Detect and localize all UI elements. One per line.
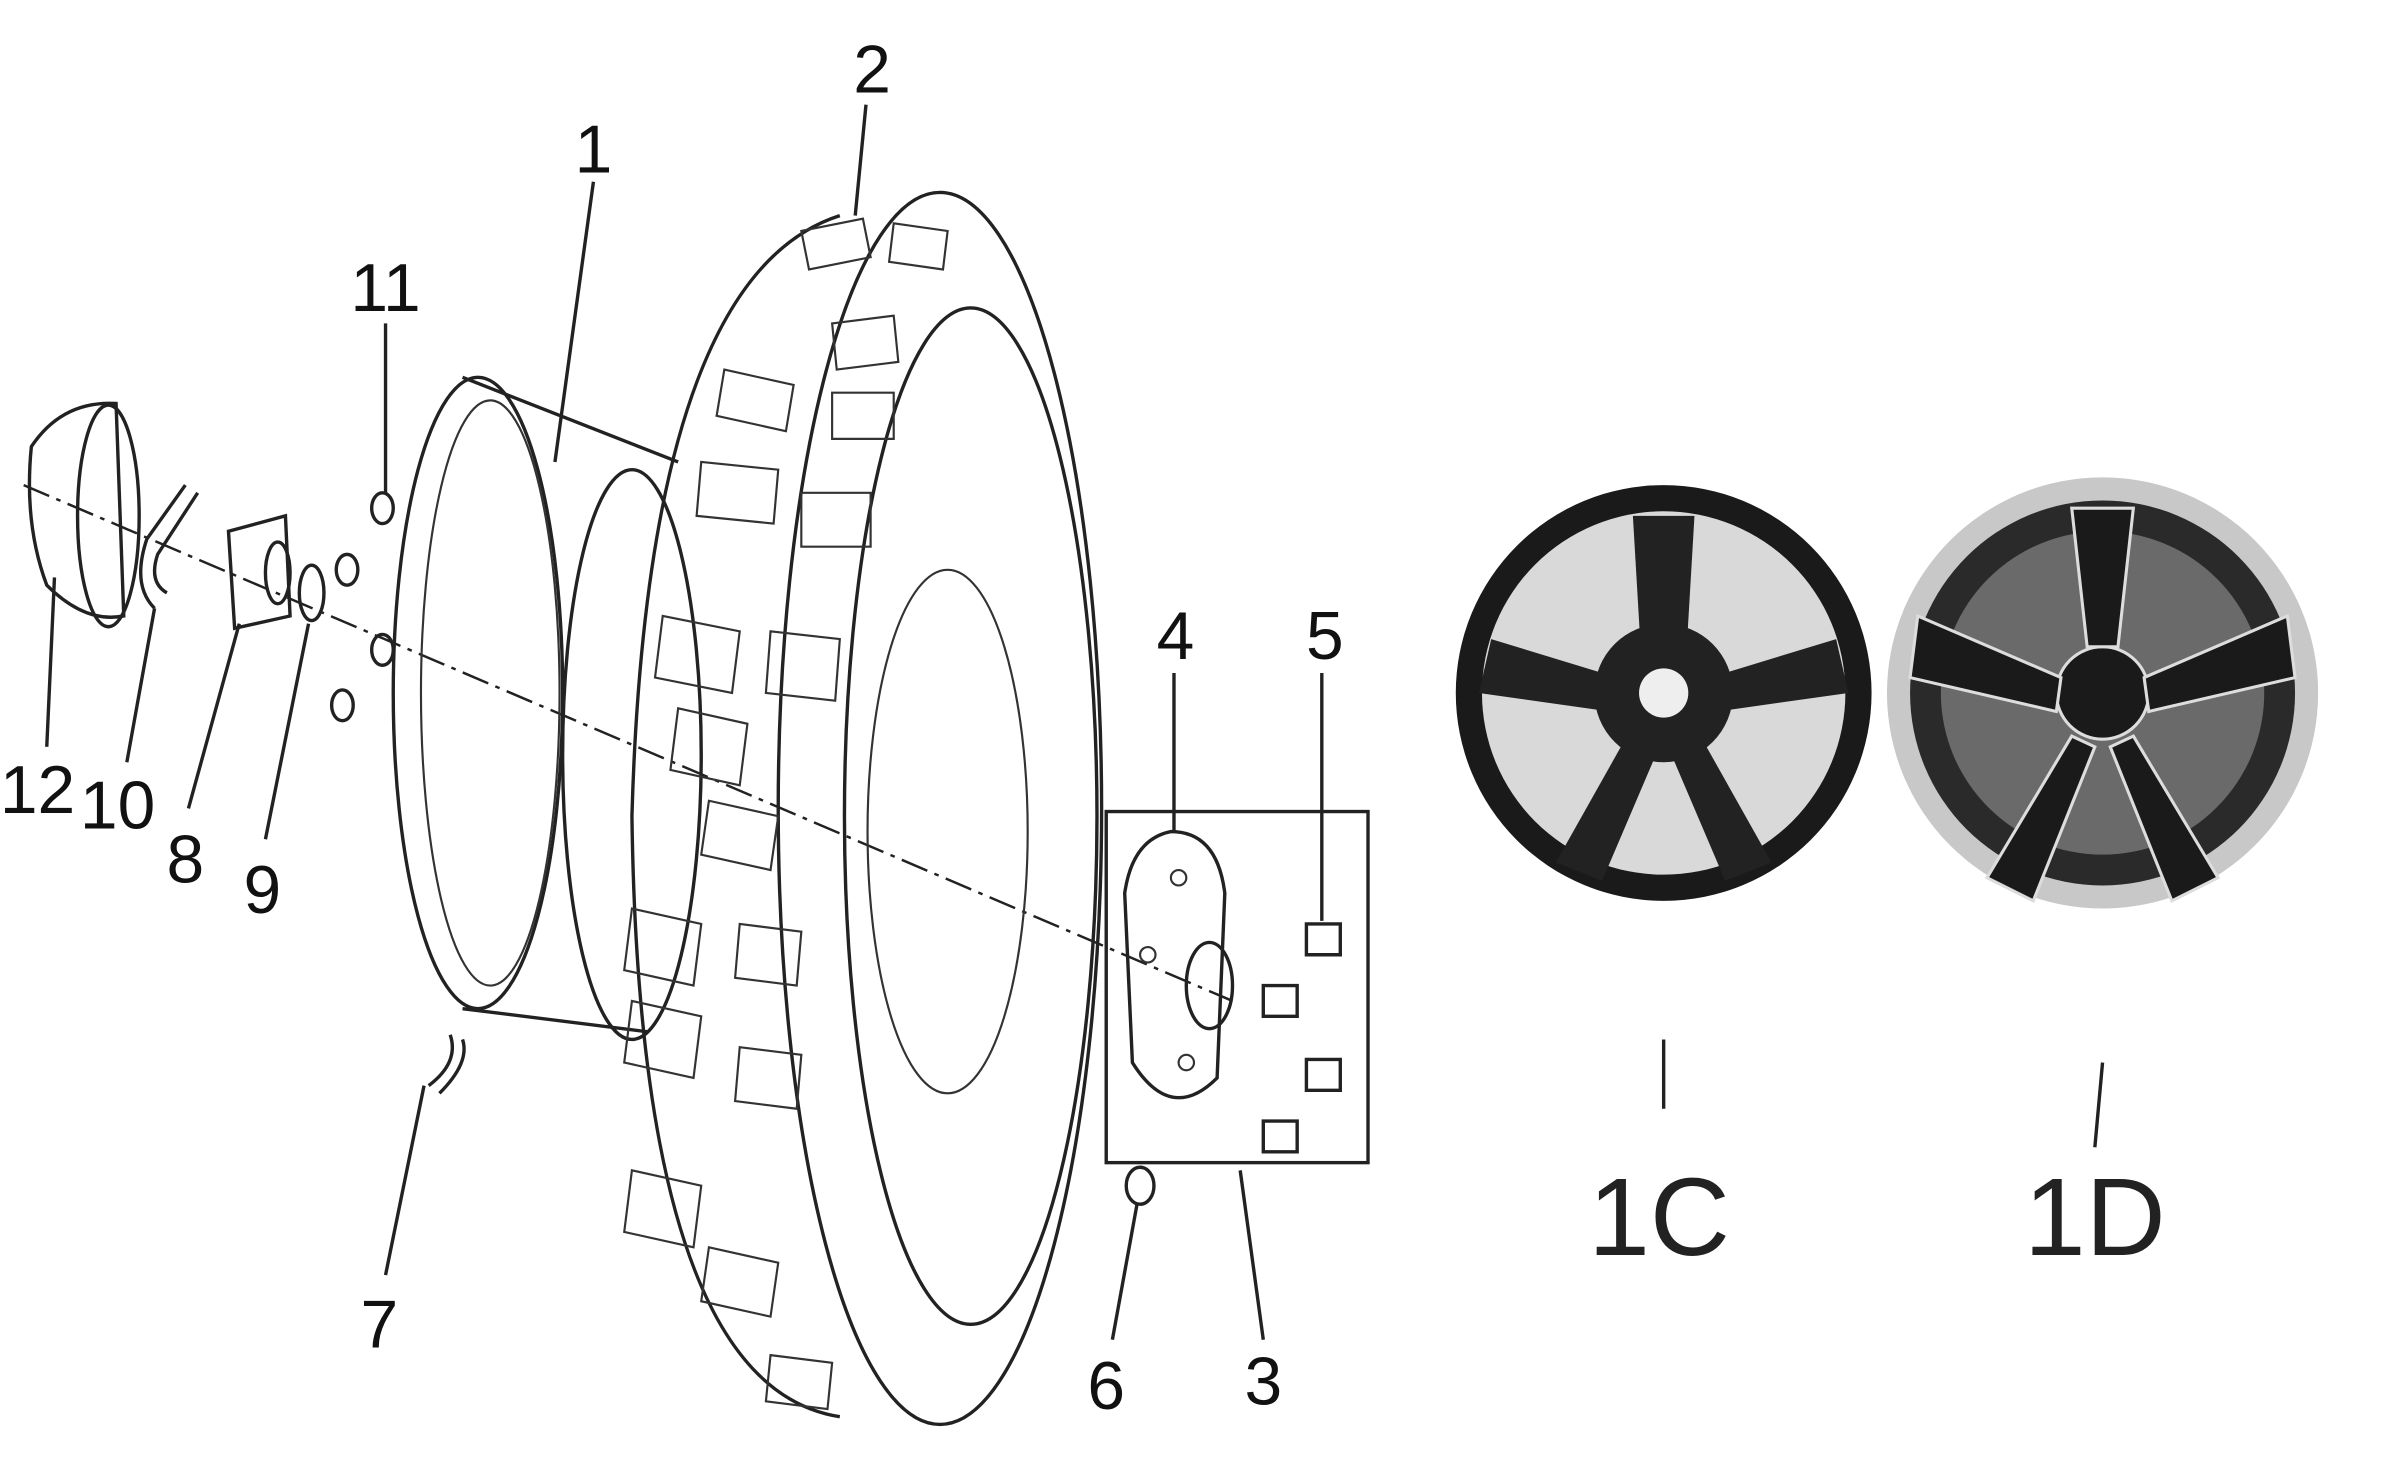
callout-10: 10 xyxy=(80,768,155,843)
part-1-rim xyxy=(391,375,703,1042)
callout-6: 6 xyxy=(1087,1349,1125,1424)
variant-label-1d: 1D xyxy=(2024,1156,2166,1279)
part-6-nut xyxy=(1124,1165,1156,1206)
callout-11: 11 xyxy=(350,251,420,326)
callout-9: 9 xyxy=(244,853,282,928)
callout-5: 5 xyxy=(1306,599,1344,674)
wheel-variant-1c-image xyxy=(1455,485,1872,901)
callout-1: 1 xyxy=(575,112,613,187)
part-8-castle-nut xyxy=(226,513,292,631)
callout-3: 3 xyxy=(1244,1344,1282,1419)
part-4-hub xyxy=(1123,829,1235,1100)
callout-4: 4 xyxy=(1157,599,1195,674)
part-2-tire xyxy=(623,190,1104,1427)
wheel-variant-1d-image xyxy=(1886,477,2319,909)
leader-lines xyxy=(45,104,2105,1341)
variant-label-1c: 1C xyxy=(1588,1156,1730,1279)
center-axis xyxy=(23,483,1233,1003)
part-10-clip xyxy=(139,484,200,610)
part-9-washer xyxy=(297,563,326,623)
part-12-cap xyxy=(27,401,141,629)
callout-12: 12 xyxy=(0,753,75,828)
callout-2: 2 xyxy=(853,32,891,107)
callout-7: 7 xyxy=(361,1287,399,1362)
part-3-hub-assembly-box xyxy=(1104,809,1370,1165)
part-5-bolts xyxy=(1261,922,1342,1154)
callout-8: 8 xyxy=(167,822,205,897)
part-11-lug-nuts xyxy=(329,491,395,723)
part-7-valve xyxy=(427,1034,466,1095)
